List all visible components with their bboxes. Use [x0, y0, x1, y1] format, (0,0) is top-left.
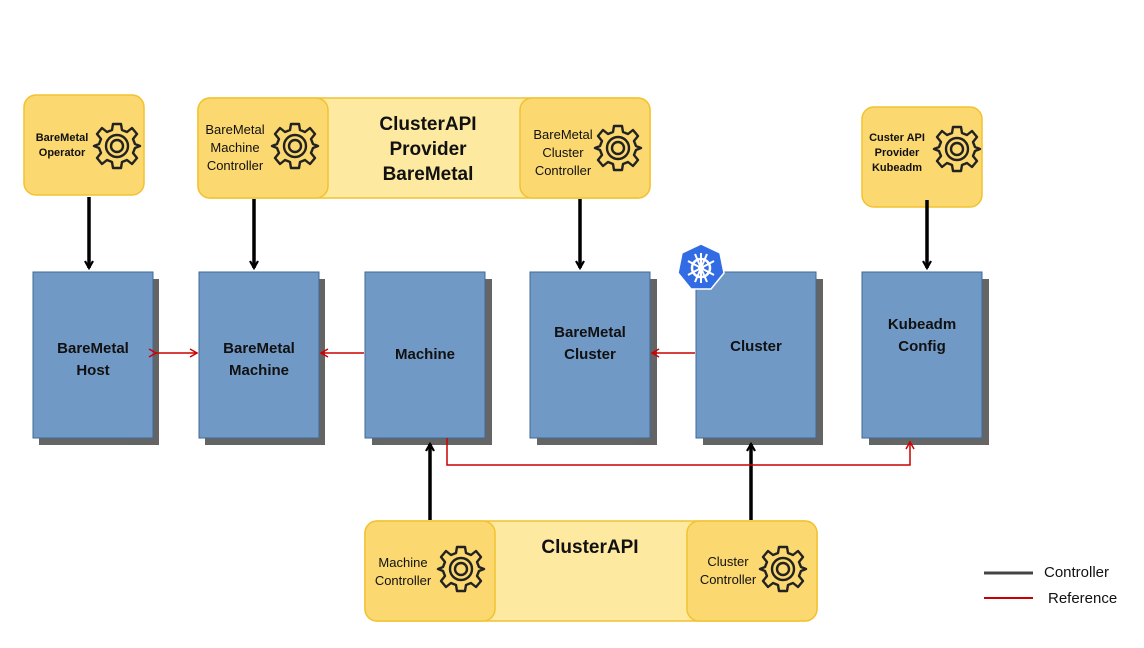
baremetal-cluster-label: BareMetal Cluster — [554, 324, 626, 363]
cluster-box — [695, 271, 817, 439]
baremetal-cluster-box — [529, 271, 651, 439]
cluster-controller-label: Cluster Controller — [699, 554, 757, 587]
machine-box — [364, 271, 486, 439]
baremetal-machine-label: BareMetal Machine — [223, 340, 295, 379]
legend-reference-label: Reference — [1048, 590, 1118, 607]
legend-controller-label: Controller — [1044, 564, 1110, 581]
cluster-label: Cluster — [730, 338, 782, 355]
baremetal-operator-group — [23, 94, 145, 196]
kubeadm-config-label: Kubeadm Config — [887, 316, 957, 355]
baremetal-host-label: BareMetal Host — [57, 340, 129, 379]
reference-arrow-machine-kubeadm — [446, 438, 915, 466]
baremetal-operator-label: BareMetal Operator — [35, 132, 89, 159]
baremetal-cluster-controller-label: BareMetal Cluster Controller — [533, 127, 593, 178]
kubernetes-logo-icon — [677, 243, 725, 290]
baremetal-machine-controller-label: BareMetal Machine Controller — [205, 122, 265, 173]
machine-label: Machine — [394, 346, 455, 363]
capbm-title: ClusterAPI Provider BareMetal — [379, 114, 477, 185]
machine-controller-label: Machine Controller — [374, 555, 432, 588]
baremetal-machine-box — [198, 271, 320, 439]
baremetal-host-box — [32, 271, 154, 439]
kubeadm-provider-label: Custer API Provider Kubeadm — [869, 132, 925, 174]
baremetal-cluster-controller-box — [519, 97, 651, 199]
clusterapi-title: ClusterAPI — [541, 537, 639, 558]
resource-shadows — [39, 279, 989, 445]
kubeadm-config-box — [861, 271, 983, 439]
